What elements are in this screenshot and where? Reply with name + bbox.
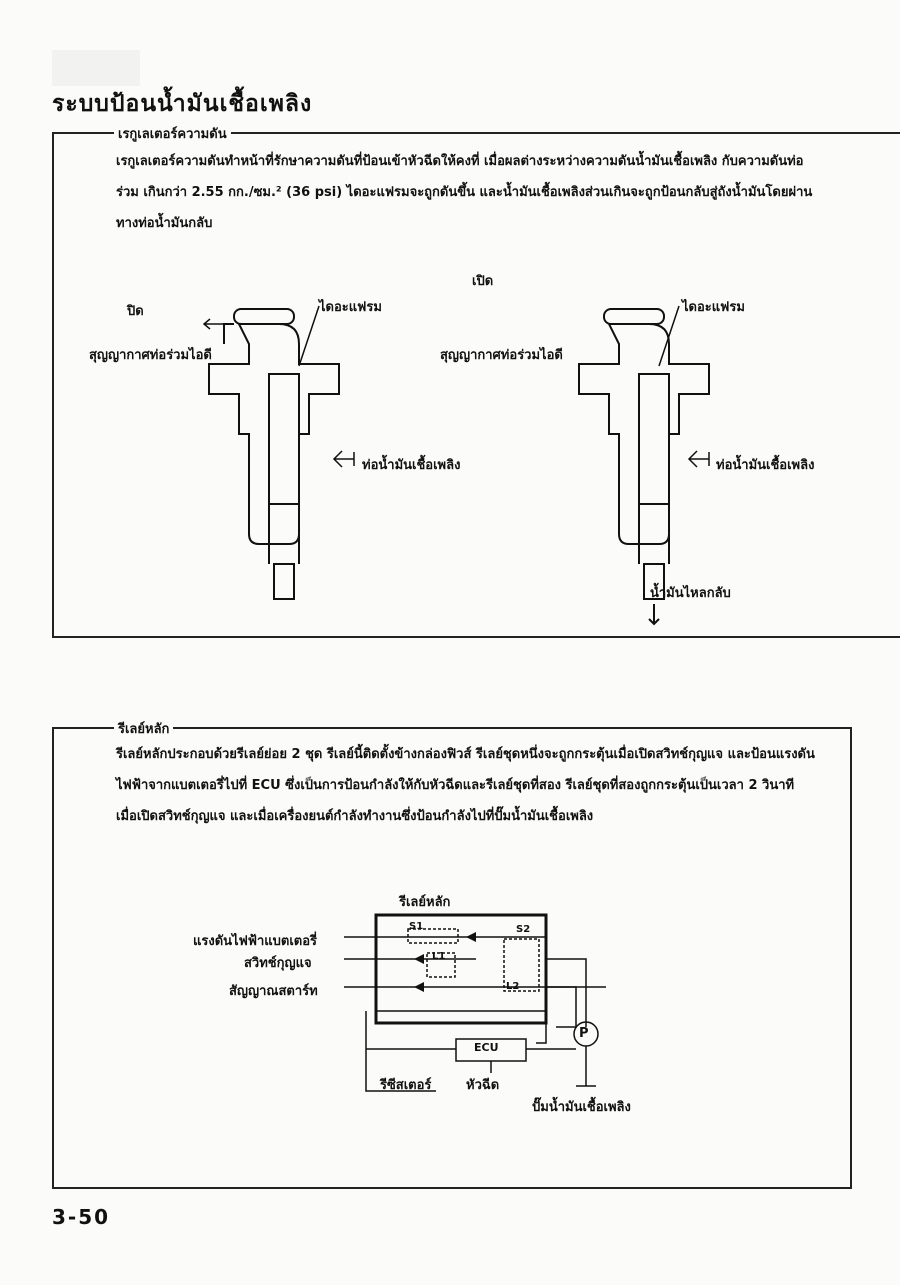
injector-label: หัวฉีด bbox=[466, 1078, 500, 1093]
vacuum-label: สุญญากาศท่อร่วมไอดี bbox=[89, 348, 212, 363]
starter-signal-label: สัญญาณสตาร์ท bbox=[229, 984, 318, 999]
section-paragraph: รีเลย์หลักประกอบด้วยรีเลย์ย่อย 2 ชุด รีเ… bbox=[116, 747, 815, 824]
regulator-diagram bbox=[202, 305, 710, 626]
relay-circuit-diagram bbox=[344, 913, 606, 1092]
resistor-label: รีซีสเตอร์ bbox=[380, 1078, 432, 1093]
s1-label: S1 bbox=[409, 921, 424, 932]
l1-label: L1 bbox=[432, 951, 446, 962]
ecu-label: ECU bbox=[474, 1041, 499, 1054]
vacuum-label: สุญญากาศท่อร่วมไอดี bbox=[440, 348, 563, 363]
regulator-closed bbox=[208, 308, 340, 600]
section-paragraph: เรกูเลเตอร์ความดันทำหน้าที่รักษาความดันท… bbox=[116, 154, 813, 231]
battery-voltage-label: แรงดันไฟฟ้าแบตเตอรี่ bbox=[193, 934, 318, 949]
regulator-open bbox=[578, 308, 710, 626]
logo-watermark bbox=[52, 50, 140, 86]
main-relay-section: รีเลย์หลัก รีเลย์หลักประกอบด้วยรีเลย์ย่อ… bbox=[52, 718, 852, 1189]
l2-label: L2 bbox=[506, 981, 520, 992]
fuel-pump-label: ปั๊มน้ำมันเชื้อเพลิง bbox=[532, 1100, 631, 1115]
page-number: 3-50 bbox=[52, 1205, 111, 1229]
return-label: น้ำมันไหลกลับ bbox=[650, 586, 731, 601]
page-title: ระบบป้อนน้ำมันเชื้อเพลิง bbox=[52, 91, 313, 117]
arrows bbox=[202, 305, 710, 468]
fuel-pipe-label: ท่อน้ำมันเชื้อเพลิง bbox=[362, 458, 461, 473]
diaphragm-label: ไดอะแฟรม bbox=[682, 300, 745, 315]
pump-symbol: P bbox=[579, 1026, 589, 1041]
section-heading: รีเลย์หลัก bbox=[114, 718, 174, 739]
diaphragm-label: ไดอะแฟรม bbox=[319, 300, 382, 315]
closed-label: ปิด bbox=[127, 304, 144, 319]
s2-label: S2 bbox=[516, 924, 531, 935]
ignition-switch-label: สวิทช์กุญแจ bbox=[244, 956, 312, 971]
main-relay-label: รีเลย์หลัก bbox=[399, 895, 451, 910]
fuel-pipe-label: ท่อน้ำมันเชื้อเพลิง bbox=[716, 458, 815, 473]
pressure-regulator-section: เรกูเลเตอร์ความดัน เรกูเลเตอร์ความดันทำห… bbox=[52, 123, 900, 638]
open-label: เปิด bbox=[472, 274, 494, 289]
section-heading: เรกูเลเตอร์ความดัน bbox=[114, 123, 231, 144]
